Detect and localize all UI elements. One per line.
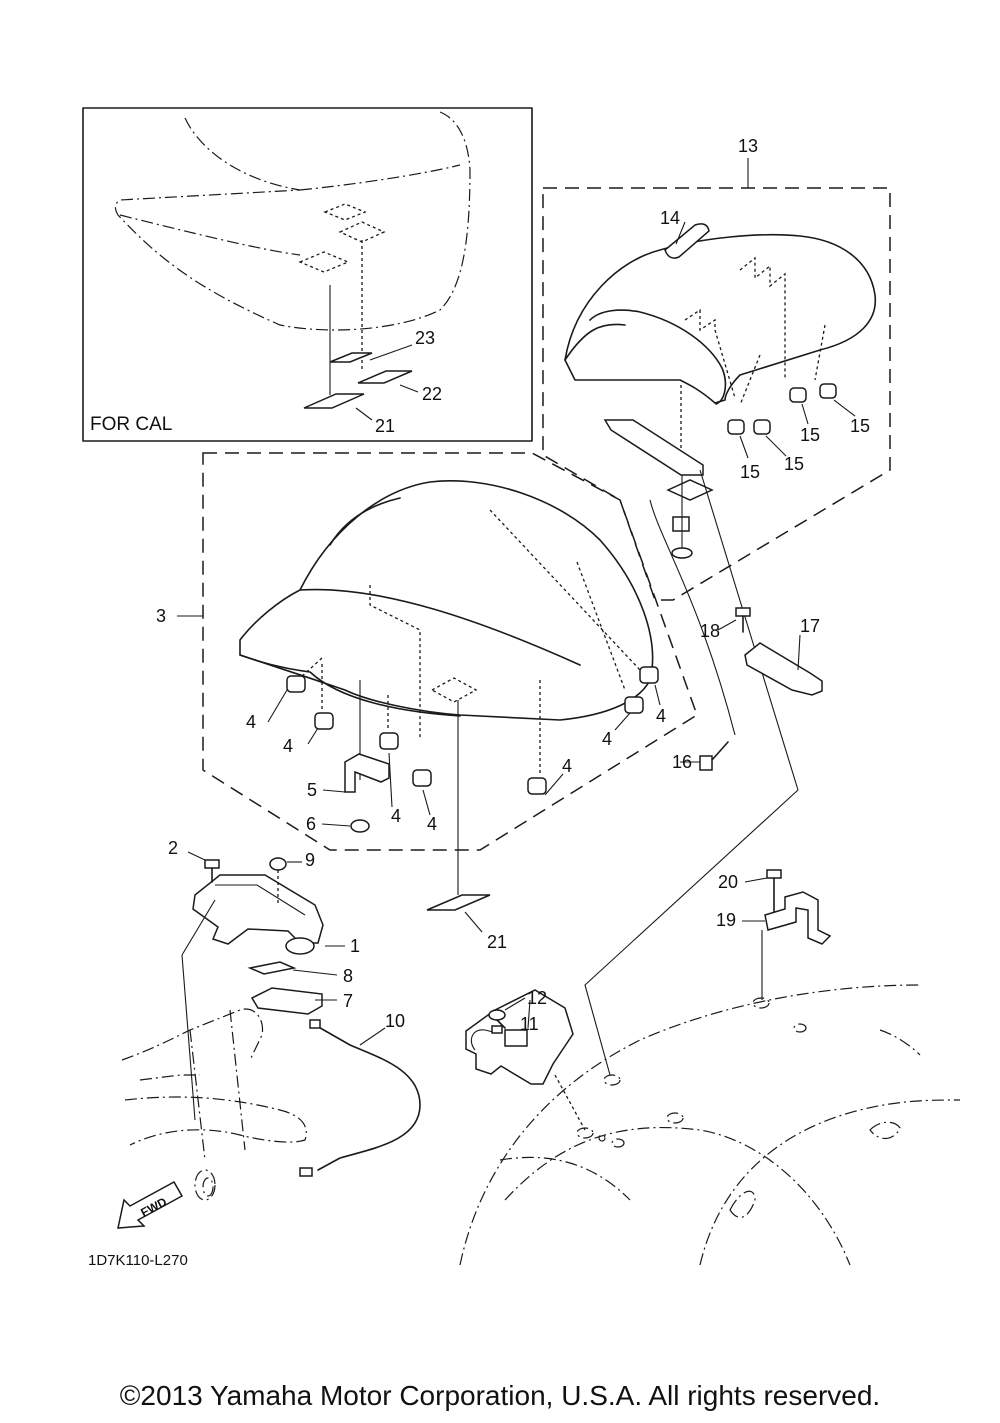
callout-18: 18 — [700, 621, 720, 641]
callout-22: 22 — [422, 384, 442, 404]
seat-lock — [465, 989, 586, 1131]
callout-4-b: 4 — [283, 736, 293, 756]
callout-12: 12 — [527, 988, 547, 1008]
diagram-code: 1D7K110-L270 — [88, 1252, 188, 1269]
callout-5: 5 — [307, 780, 317, 800]
seat-bracket — [344, 753, 390, 793]
dampers-15 — [727, 383, 856, 459]
pillion-bracket — [603, 419, 704, 476]
callout-4-g: 4 — [656, 706, 666, 726]
pillion-seat: 14 — [564, 208, 877, 455]
callout-15-c: 15 — [800, 425, 820, 445]
callout-17: 17 — [800, 616, 820, 636]
callout-6: 6 — [306, 814, 316, 834]
inset-caption: FOR CAL — [90, 414, 172, 435]
caution-label — [426, 894, 491, 911]
callout-10: 10 — [385, 1011, 405, 1031]
callout-15-d: 15 — [850, 416, 870, 436]
callout-15-a: 15 — [740, 462, 760, 482]
callout-20: 20 — [718, 872, 738, 892]
callout-21-inset: 21 — [375, 416, 395, 436]
inset-for-cal: 23 22 21 FOR CAL — [82, 107, 533, 442]
callout-15-b: 15 — [784, 454, 804, 474]
callout-11: 11 — [520, 1014, 539, 1034]
seat-lock-assembly: 2 9 1 8 7 10 — [168, 838, 421, 1177]
frame-section — [121, 1008, 307, 1201]
callout-21: 21 — [487, 932, 507, 952]
bracket-17 — [744, 642, 823, 696]
callout-8: 8 — [343, 966, 353, 986]
callout-1: 1 — [350, 936, 360, 956]
group-13-boundary — [542, 187, 891, 601]
fwd-arrow: FWD — [117, 1180, 184, 1229]
rear-fender — [459, 984, 961, 1266]
callout-13: 13 — [738, 136, 758, 156]
callout-14: 14 — [660, 208, 680, 228]
callout-7: 7 — [343, 991, 353, 1011]
callout-4-c: 4 — [391, 806, 401, 826]
callout-4-d: 4 — [427, 814, 437, 834]
callout-9: 9 — [305, 850, 315, 870]
callout-16: 16 — [672, 752, 692, 772]
copyright-notice: ©2013 Yamaha Motor Corporation, U.S.A. A… — [119, 1380, 881, 1411]
callout-3: 3 — [156, 606, 166, 626]
bracket-19 — [764, 891, 832, 945]
callout-4-e: 4 — [562, 756, 572, 776]
dampers-4 — [286, 666, 659, 795]
callout-2: 2 — [168, 838, 178, 858]
callout-19: 19 — [716, 910, 736, 930]
callout-4-a: 4 — [246, 712, 256, 732]
callout-4-f: 4 — [602, 729, 612, 749]
callout-23: 23 — [415, 328, 435, 348]
